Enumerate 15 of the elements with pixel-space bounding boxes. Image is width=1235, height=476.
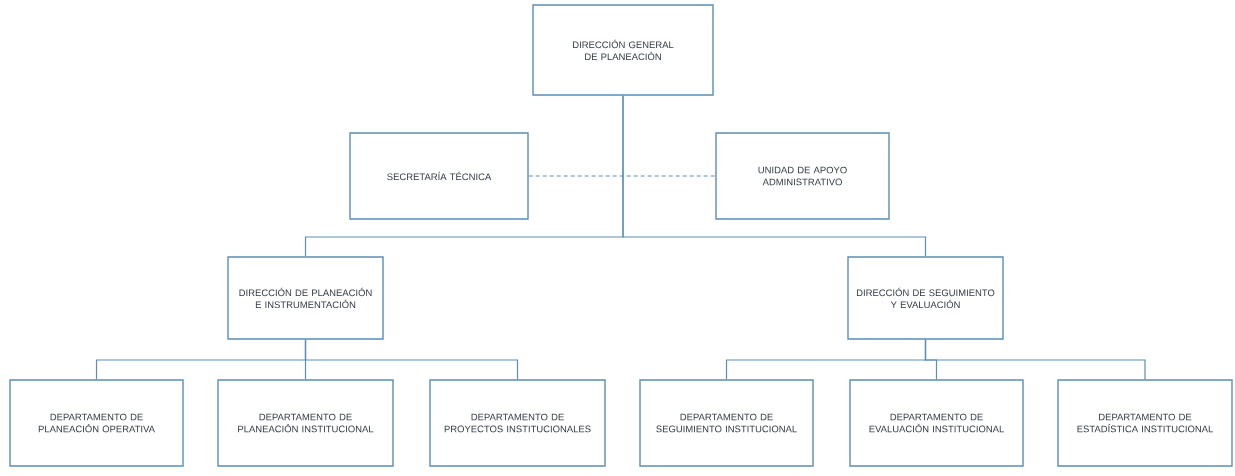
org-box: DEPARTAMENTO DE PLANEACIÓN OPERATIVA bbox=[9, 379, 184, 467]
connector-line bbox=[528, 175, 716, 177]
org-box: SECRETARÍA TÉCNICA bbox=[349, 132, 529, 220]
connector-line bbox=[622, 95, 927, 257]
org-box: UNIDAD DE APOYO ADMINISTRATIVO bbox=[715, 132, 890, 220]
org-box: DIRECCIÓN DE PLANEACIÓN E INSTRUMENTACIÓN bbox=[227, 256, 384, 340]
org-box: DEPARTAMENTO DE SEGUIMIENTO INSTITUCIONAL bbox=[639, 379, 814, 467]
org-box: DIRECCIÓN DE SEGUIMIENTO Y EVALUACIÓN bbox=[847, 256, 1004, 340]
org-box: DEPARTAMENTO DE PLANEACIÓN INSTITUCIONAL bbox=[217, 379, 394, 467]
org-box: DEPARTAMENTO DE PROYECTOS INSTITUCIONALES bbox=[429, 379, 606, 467]
connector-line bbox=[304, 339, 519, 380]
connector-line bbox=[924, 339, 1146, 380]
org-box: DEPARTAMENTO DE EVALUACIÓN INSTITUCIONAL bbox=[849, 379, 1024, 467]
org-box: DEPARTAMENTO DE ESTADÍSTICA INSTITUCIONAL bbox=[1057, 379, 1233, 467]
org-box: DIRECCIÓN GENERAL DE PLANEACIÓN bbox=[532, 4, 714, 96]
